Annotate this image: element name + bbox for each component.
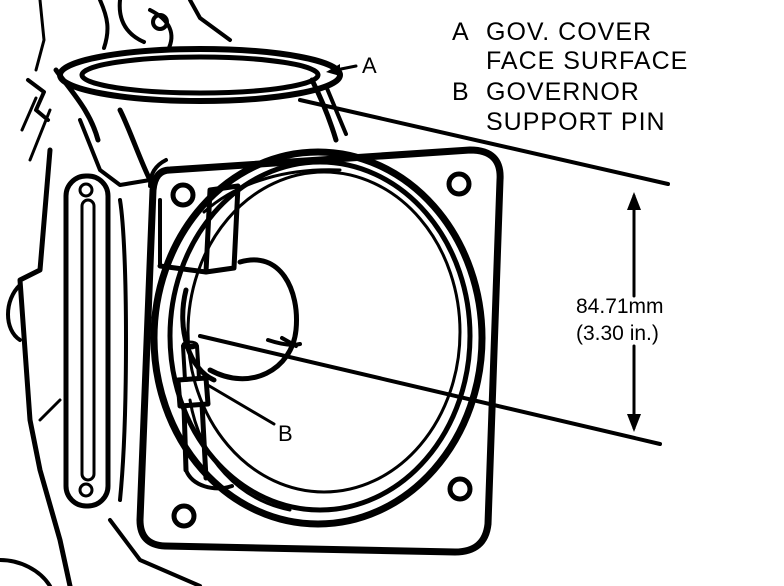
leader-lines (204, 64, 358, 426)
legend-b-line2: SUPPORT PIN (486, 108, 666, 136)
legend-b-key: B (452, 78, 470, 106)
housing-bore (150, 148, 486, 528)
callout-a-label: A (362, 53, 377, 78)
legend-a-line1: GOV. COVER (486, 18, 652, 46)
dimension-arrow-up (627, 192, 641, 210)
dimension-label: 84.71mm (3.30 in.) (576, 295, 664, 345)
bolt-hole-bottom-right (447, 476, 473, 502)
dimension-extension-line-bottom (198, 334, 662, 446)
callout-a-arrow (326, 64, 340, 76)
callout-b-label: B (278, 421, 293, 446)
dimension-arrows (627, 192, 641, 432)
dimension-lines (198, 98, 670, 446)
housing-flange (136, 146, 504, 556)
legend: A GOV. COVER FACE SURFACE B GOVERNOR SUP… (452, 18, 688, 136)
bolt-hole-bottom-left (171, 503, 197, 529)
governor-support-pin (175, 340, 234, 491)
legend-a-key: A (452, 18, 470, 46)
dimension-metric: 84.71mm (576, 295, 664, 318)
bolt-hole-top-left (170, 182, 196, 208)
dimension-imperial: (3.30 in.) (576, 322, 659, 345)
dimension-extension-line-top (298, 98, 670, 186)
dimension-arrow-down (627, 414, 641, 432)
bolt-hole-top-right (446, 171, 472, 197)
legend-b-line1: GOVERNOR (486, 78, 640, 106)
callout-b-leader (204, 382, 276, 426)
legend-a-line2: FACE SURFACE (486, 47, 688, 75)
